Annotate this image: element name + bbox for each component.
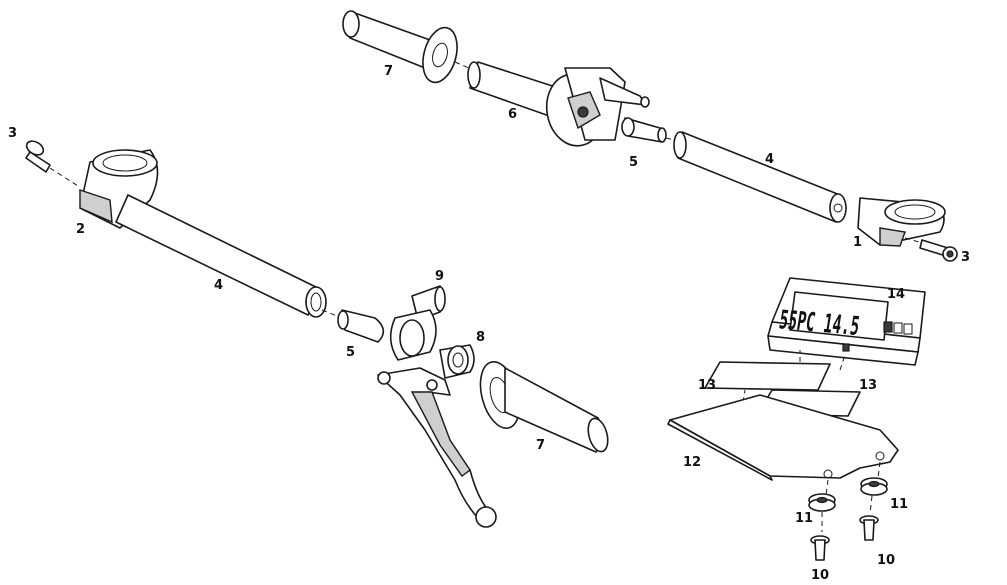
mounting-bracket xyxy=(667,394,899,481)
callout-14: 14 xyxy=(887,287,905,302)
clamp-right xyxy=(857,197,946,247)
screw-right xyxy=(859,515,879,541)
handlebar-tube-top xyxy=(673,131,847,223)
bolt-right xyxy=(919,239,958,262)
callout-3-right: 3 xyxy=(961,250,970,265)
callout-7-bottom: 7 xyxy=(536,438,545,453)
callout-1: 1 xyxy=(853,235,862,250)
callout-13-left: 13 xyxy=(698,378,716,393)
callout-4-left: 4 xyxy=(214,278,223,293)
grip-top xyxy=(342,10,458,84)
callout-11-left: 11 xyxy=(795,511,813,526)
callout-12: 12 xyxy=(683,455,701,470)
grip-bottom xyxy=(479,361,609,453)
bar-end-plug-top xyxy=(621,117,667,143)
display-unit: 55PC 14.5 xyxy=(767,277,926,366)
handlebar-tube-left xyxy=(115,194,327,318)
callout-3-left: 3 xyxy=(8,126,17,141)
callout-5-top: 5 xyxy=(629,155,638,170)
callout-10-left: 10 xyxy=(811,568,829,583)
bar-end-plug-left xyxy=(337,309,385,343)
screw-left xyxy=(810,535,830,561)
callout-2: 2 xyxy=(76,222,85,237)
display-reading: 55PC 14.5 xyxy=(777,305,861,342)
callout-4-top: 4 xyxy=(765,152,774,167)
adhesive-pad-left xyxy=(704,361,831,391)
callout-10-right: 10 xyxy=(877,553,895,568)
clutch-lever xyxy=(377,367,497,528)
grommet-left xyxy=(808,493,836,512)
callout-6: 6 xyxy=(508,107,517,122)
callout-7-top: 7 xyxy=(384,64,393,79)
callout-9: 9 xyxy=(435,269,444,284)
callout-5-left: 5 xyxy=(346,345,355,360)
callout-11-right: 11 xyxy=(890,497,908,512)
callout-13-right: 13 xyxy=(859,378,877,393)
bolt-left xyxy=(25,140,51,173)
lever-perch xyxy=(389,309,475,379)
grommet-right xyxy=(860,477,888,496)
throttle-housing xyxy=(545,67,650,147)
callout-8: 8 xyxy=(476,330,485,345)
